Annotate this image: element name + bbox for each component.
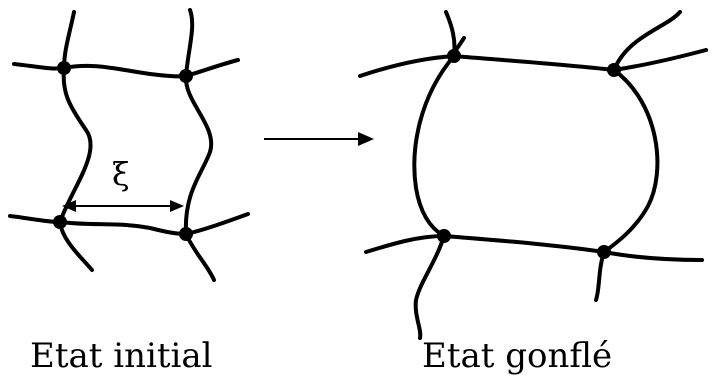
initial-state-label: Etat initial bbox=[30, 336, 213, 376]
initial-right-strand bbox=[183, 8, 216, 282]
swollen-network bbox=[358, 10, 708, 340]
mesh-size-arrow bbox=[62, 200, 184, 212]
initial-crosslink-bottom-right bbox=[179, 227, 193, 241]
initial-crosslink-top-left bbox=[57, 61, 71, 75]
initial-top-strand bbox=[12, 58, 240, 79]
initial-left-strand bbox=[58, 10, 94, 272]
swollen-strand-tip bbox=[454, 36, 466, 52]
initial-bottom-strand bbox=[8, 212, 250, 236]
swollen-state-label: Etat gonflé bbox=[422, 336, 613, 376]
mesh-size-symbol: ξ bbox=[112, 155, 130, 193]
initial-network bbox=[8, 8, 250, 282]
transformation-arrow bbox=[264, 132, 374, 146]
swollen-crosslink-top-right bbox=[607, 63, 621, 77]
swollen-crosslink-bottom-left bbox=[437, 229, 451, 243]
initial-crosslink-bottom-left bbox=[53, 215, 67, 229]
swollen-bottom-strand bbox=[364, 234, 704, 262]
swollen-crosslink-top-left bbox=[447, 49, 461, 63]
swollen-right-strand bbox=[594, 10, 682, 302]
initial-crosslink-top-right bbox=[179, 69, 193, 83]
swollen-top-strand bbox=[358, 48, 708, 78]
swollen-crosslink-bottom-right bbox=[597, 245, 611, 259]
